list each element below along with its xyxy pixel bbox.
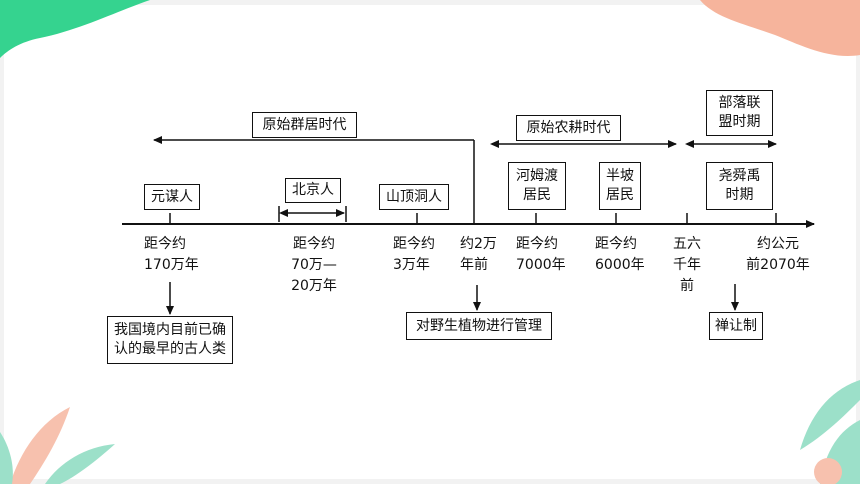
time-label-hemudu: 距今约 7000年 [516,236,566,273]
time-label-2wan: 约2万 年前 [460,236,497,273]
group-banpo: 半坡 居民 [599,162,641,210]
period-farming-era: 原始农耕时代 [516,115,621,141]
group-yao-shun-yu: 尧舜禹 时期 [706,162,773,210]
group-beijing: 北京人 [285,178,341,203]
period-group-era: 原始群居时代 [252,112,357,138]
bottom-left-leaf-icon [0,407,115,484]
timeline-diagram: 原始群居时代 原始农耕时代 部落联 盟时期 元谋人 北京人 山顶洞人 河姆渡 居… [104,88,817,371]
time-label-beijing: 距今约 70万— 20万年 [291,236,337,294]
group-shandingdong: 山顶洞人 [379,184,449,210]
group-yuanmou: 元谋人 [144,184,200,210]
top-right-peach-shape [700,0,860,56]
time-label-wuliu: 五六 千年 前 [673,236,701,294]
top-left-green-shape [0,0,150,58]
note-abdication: 禅让制 [709,312,763,340]
time-label-yuanmou: 距今约 170万年 [144,236,199,273]
time-label-banpo: 距今约 6000年 [595,236,645,273]
group-hemudu: 河姆渡 居民 [508,162,566,210]
period-tribal-alliance: 部落联 盟时期 [706,90,773,136]
note-earliest-human: 我国境内目前已确 认的最早的古人类 [107,316,233,364]
time-label-2070: 约公元 前2070年 [746,236,810,273]
time-label-shandingdong: 距今约 3万年 [393,236,435,273]
timeline-lines [122,136,815,315]
bottom-right-leaf-icon [800,380,860,484]
note-plant-management: 对野生植物进行管理 [406,312,552,340]
